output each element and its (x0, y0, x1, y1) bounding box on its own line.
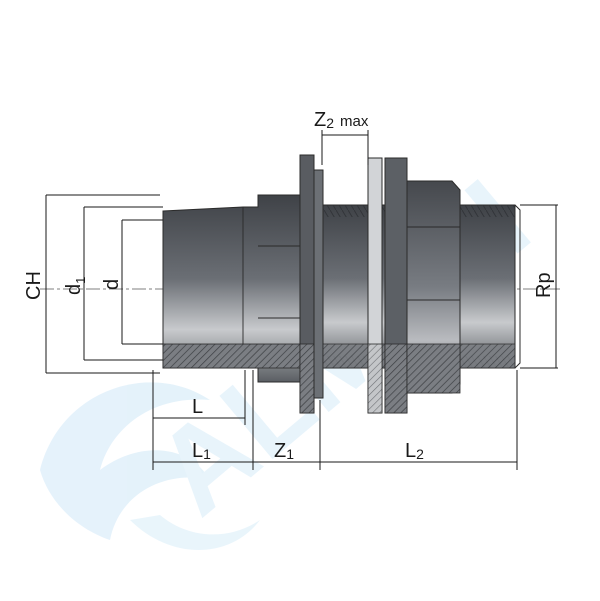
flange-plate (299, 154, 324, 414)
label-d: d (101, 279, 123, 290)
label-l1: L1 (192, 440, 211, 462)
lock-nut (384, 157, 461, 414)
label-l2: L2 (405, 440, 424, 462)
label-rp: Rp (533, 272, 555, 298)
label-ch: CH (23, 271, 45, 300)
wall-section (367, 157, 383, 414)
fitting-body (162, 194, 301, 383)
label-d1: d1 (63, 277, 88, 295)
label-d1-sub: 1 (73, 277, 88, 284)
label-z1: Z1 (274, 440, 294, 462)
label-l: L (192, 396, 203, 418)
dimension-lines (45, 130, 558, 470)
